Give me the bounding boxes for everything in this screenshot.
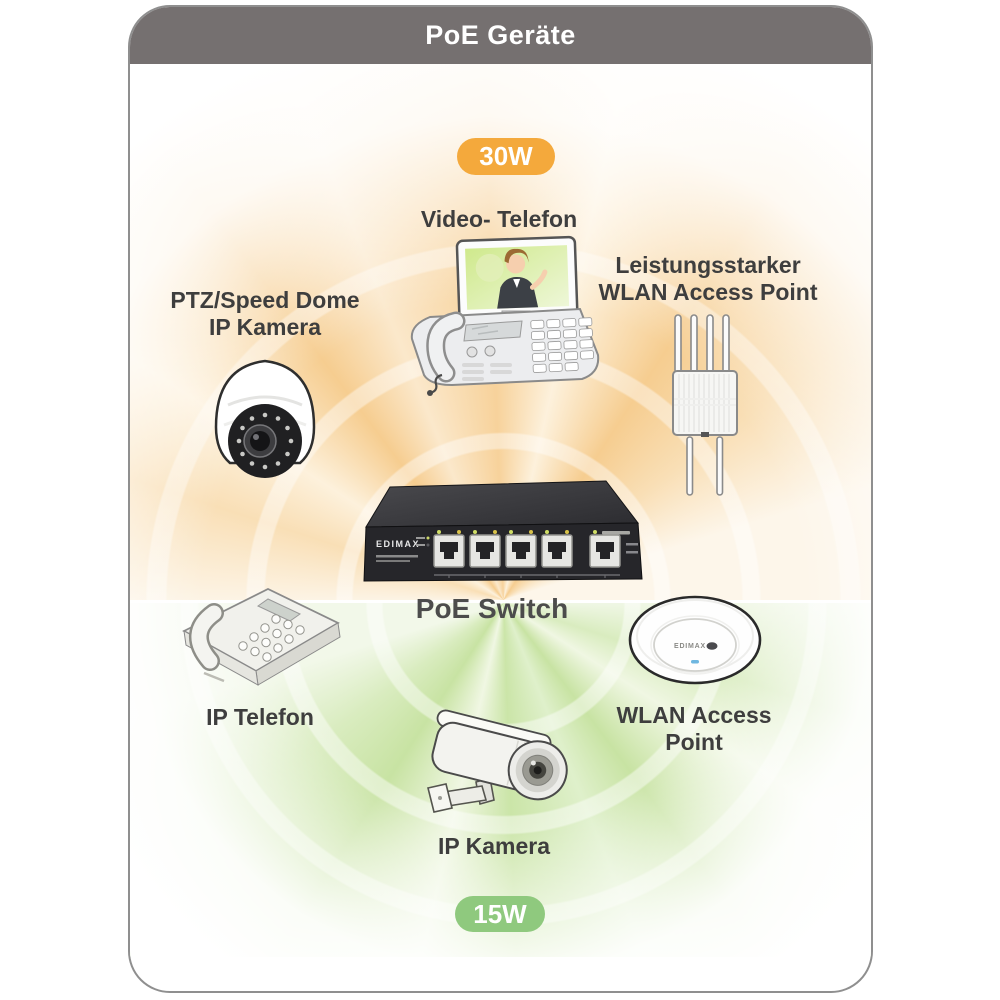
poe-switch-label: PoE Switch bbox=[415, 593, 569, 624]
poe-ports bbox=[433, 530, 621, 568]
switch-brand: EDIMAX bbox=[376, 539, 420, 549]
poe-diagram-card: PoE Geräte 30W 15W Video- Telefon bbox=[128, 5, 873, 993]
dome-camera-icon bbox=[206, 347, 324, 491]
ceiling-ap-label: WLAN Access Point bbox=[616, 702, 772, 756]
phone-cord bbox=[429, 373, 443, 395]
bullet-camera-label: IP Kamera bbox=[437, 833, 551, 859]
outdoor-ap-illustration bbox=[672, 314, 738, 496]
switch-top-face bbox=[365, 480, 639, 528]
top-antennas bbox=[674, 314, 730, 374]
video-phone-icon bbox=[400, 233, 608, 397]
uplink-port bbox=[589, 530, 621, 568]
power-badge-30w-label: 30W bbox=[479, 141, 533, 171]
power-badge-15w-label: 15W bbox=[473, 898, 527, 929]
bullet-camera-illustration bbox=[427, 709, 568, 813]
ip-phone-illustration bbox=[182, 587, 341, 686]
camera-body bbox=[431, 709, 568, 801]
dome-camera-illustration bbox=[214, 359, 316, 478]
outdoor-ap-icon bbox=[670, 311, 740, 499]
power-badge-15w: 15W bbox=[455, 896, 545, 932]
phone-keypad bbox=[238, 614, 305, 662]
switch-model-text bbox=[602, 531, 630, 535]
bullet-camera-icon bbox=[420, 704, 572, 829]
camera-bracket bbox=[427, 776, 495, 813]
outdoor-ap-label: Leistungsstarker WLAN Access Point bbox=[598, 252, 818, 306]
ap-body bbox=[672, 370, 738, 436]
status-led bbox=[691, 660, 699, 664]
poe-switch-illustration: EDIMAX bbox=[363, 480, 643, 582]
ceiling-ap-illustration: EDIMAX bbox=[628, 595, 762, 685]
ap-disc bbox=[628, 595, 762, 685]
video-phone-illustration bbox=[410, 235, 600, 396]
phone-handset bbox=[189, 603, 224, 671]
video-phone-label: Video- Telefon bbox=[420, 206, 578, 232]
ip-phone-icon bbox=[168, 577, 348, 699]
phone-keypad bbox=[530, 317, 595, 373]
header-bar: PoE Geräte bbox=[130, 7, 871, 64]
bottom-antennas bbox=[686, 436, 724, 496]
ceiling-ap-icon: EDIMAX bbox=[626, 592, 764, 695]
ir-leds bbox=[236, 412, 294, 470]
ip-phone-label: IP Telefon bbox=[206, 704, 314, 730]
ceiling-ap-brand: EDIMAX bbox=[674, 643, 706, 650]
poe-switch-icon: EDIMAX bbox=[354, 477, 646, 595]
video-screen bbox=[455, 235, 579, 321]
pro-badge bbox=[706, 642, 718, 650]
page-title: PoE Geräte bbox=[425, 20, 576, 50]
dome-camera-label: PTZ/Speed Dome IP Kamera bbox=[170, 287, 360, 341]
power-badge-30w: 30W bbox=[457, 138, 555, 175]
